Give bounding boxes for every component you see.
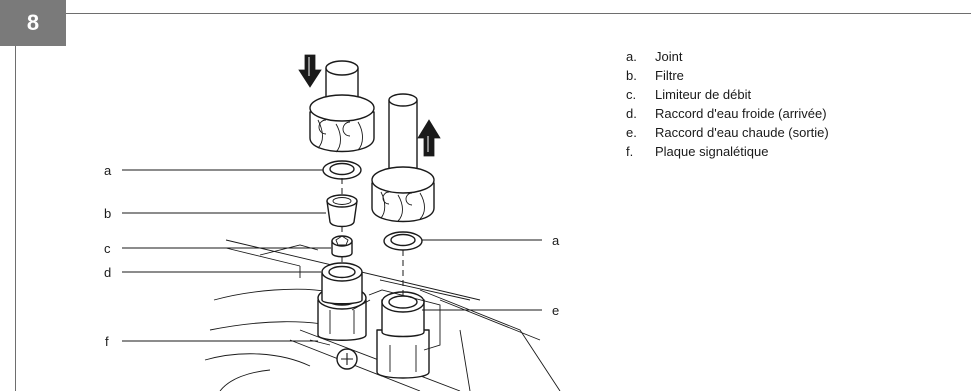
legend-key: a. — [626, 49, 637, 64]
callout-b: b — [104, 206, 111, 221]
legend-item: d. Raccord d'eau froide (arrivée) — [626, 104, 829, 123]
left-hose-assembly — [309, 60, 375, 153]
figure-number: 8 — [0, 0, 66, 46]
down-arrow-icon — [298, 54, 322, 88]
legend-text: Plaque signalétique — [655, 144, 769, 159]
legend-item: e. Raccord d'eau chaude (sortie) — [626, 123, 829, 142]
callout-a-left: a — [104, 163, 112, 178]
legend-list: a. Joint b. Filtre c. Limiteur de débit d. R… — [626, 47, 829, 161]
legend-text: Limiteur de débit — [655, 87, 752, 102]
seal-left — [322, 160, 362, 180]
flow-limiter — [331, 235, 353, 258]
top-rule — [66, 13, 971, 14]
legend-key: c. — [626, 87, 637, 102]
cold-water-connection — [317, 262, 367, 341]
legend-item: f. Plaque signalétique — [626, 142, 829, 161]
legend-key: d. — [626, 106, 637, 121]
callout-e: e — [552, 303, 559, 318]
leader-lines — [122, 169, 542, 342]
callout-c: c — [104, 241, 111, 256]
filter — [326, 194, 358, 228]
legend-item: b. Filtre — [626, 66, 829, 85]
legend-text: Raccord d'eau chaude (sortie) — [655, 125, 829, 140]
callout-a-right: a — [552, 233, 560, 248]
legend-key: e. — [626, 125, 637, 140]
right-hose-assembly — [371, 93, 435, 223]
screw-icon — [336, 348, 358, 370]
legend-text: Filtre — [655, 68, 684, 83]
legend-item: c. Limiteur de débit — [626, 85, 829, 104]
legend-text: Raccord d'eau froide (arrivée) — [655, 106, 827, 121]
legend-key: f. — [626, 144, 634, 159]
legend-key: b. — [626, 68, 637, 83]
seal-right — [383, 231, 423, 251]
left-rule — [15, 46, 16, 391]
up-arrow-icon — [417, 119, 441, 157]
callout-f: f — [105, 334, 109, 349]
callout-d: d — [104, 265, 111, 280]
legend-text: Joint — [655, 49, 683, 64]
alignment-lines — [341, 178, 404, 296]
legend-item: a. Joint — [626, 47, 829, 66]
hot-water-connection — [351, 289, 441, 379]
